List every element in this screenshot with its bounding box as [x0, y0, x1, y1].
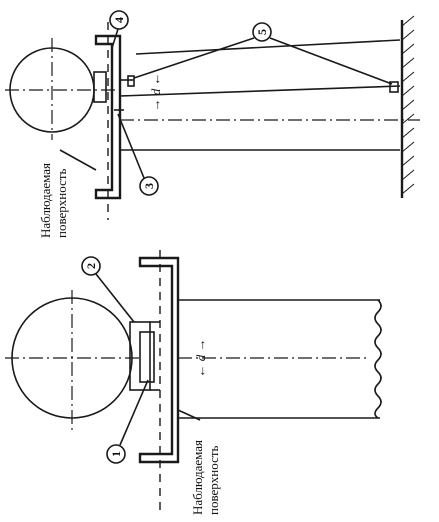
dimension-left-label: ← d → — [193, 339, 208, 378]
svg-text:1: 1 — [109, 451, 123, 457]
surface-label-left-1: Наблюдаемая — [190, 440, 205, 515]
svg-text:5: 5 — [255, 29, 269, 35]
left-assembly: ← d → 1 2 Наблюдаемая поверхность — [5, 250, 382, 515]
callout-1: 1 — [106, 379, 149, 464]
channel-frame-small — [94, 34, 122, 200]
svg-text:3: 3 — [142, 183, 156, 189]
surface-label-right-1: Наблюдаемая — [38, 163, 53, 238]
callout-2: 2 — [81, 256, 135, 323]
break-line — [374, 299, 382, 419]
callout-4: 4 — [109, 10, 129, 49]
holder-bracket — [129, 321, 151, 391]
dimension-right-label: → d ← — [148, 73, 163, 112]
svg-text:2: 2 — [84, 263, 98, 269]
surface-label-left-2: поверхность — [206, 445, 221, 515]
wall-hatching — [401, 15, 415, 195]
callout-3: 3 — [117, 113, 159, 196]
callout-5: 5 — [133, 22, 393, 85]
surface-label-right-2: поверхность — [54, 168, 69, 238]
holder-insert — [139, 331, 155, 383]
right-assembly: → d ← 3 4 5 Наблюдаемая поверхность — [5, 10, 420, 238]
channel-frame — [138, 256, 180, 464]
svg-text:4: 4 — [112, 17, 126, 23]
